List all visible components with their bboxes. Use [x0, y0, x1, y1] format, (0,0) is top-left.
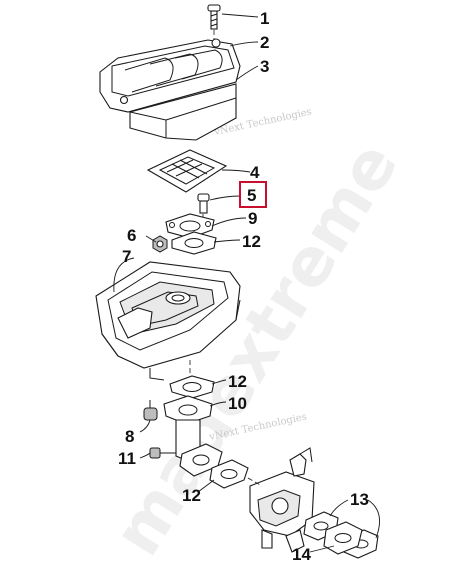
part-filter-screen: [146, 149, 228, 193]
part-carburetor: [249, 447, 315, 553]
part-screw-1: [207, 4, 221, 30]
callout-8[interactable]: 8: [125, 427, 134, 446]
axis-line-carb: [247, 477, 263, 487]
part-air-filter-element: [129, 83, 237, 141]
leader-lines: [113, 13, 381, 553]
part-gasket-9: [165, 213, 215, 239]
callout-1[interactable]: 1: [260, 9, 269, 28]
callout-14[interactable]: 14: [292, 545, 311, 564]
callout-labels: 1 2 3 4 5 6 7 8 9 10 11 12 12 12 13 14: [118, 9, 369, 564]
part-air-filter-cover: [99, 38, 241, 113]
part-gasket-12-lower: [209, 459, 249, 489]
part-nut-6: [152, 235, 168, 253]
callout-5[interactable]: 5: [247, 186, 256, 205]
callout-9[interactable]: 9: [248, 209, 257, 228]
part-gasket-12-middle: [169, 375, 215, 399]
callout-10[interactable]: 10: [228, 394, 247, 413]
highlight-box-callout-5: [239, 181, 267, 208]
part-bolt-5: [197, 193, 210, 214]
callout-7[interactable]: 7: [122, 247, 131, 266]
callout-12-lower[interactable]: 12: [182, 486, 201, 505]
callout-4[interactable]: 4: [250, 163, 260, 182]
part-drain-plug-8: [143, 400, 158, 421]
callout-6[interactable]: 6: [127, 226, 136, 245]
callout-12-upper[interactable]: 12: [242, 232, 261, 251]
callout-11[interactable]: 11: [118, 449, 136, 468]
part-screw-11: [149, 447, 176, 459]
callout-13[interactable]: 13: [350, 490, 369, 509]
part-air-filter-base: [95, 261, 241, 381]
part-gasket-12-upper: [171, 231, 217, 255]
callout-3[interactable]: 3: [260, 57, 269, 76]
callout-2[interactable]: 2: [260, 33, 269, 52]
callout-12-middle[interactable]: 12: [228, 372, 247, 391]
